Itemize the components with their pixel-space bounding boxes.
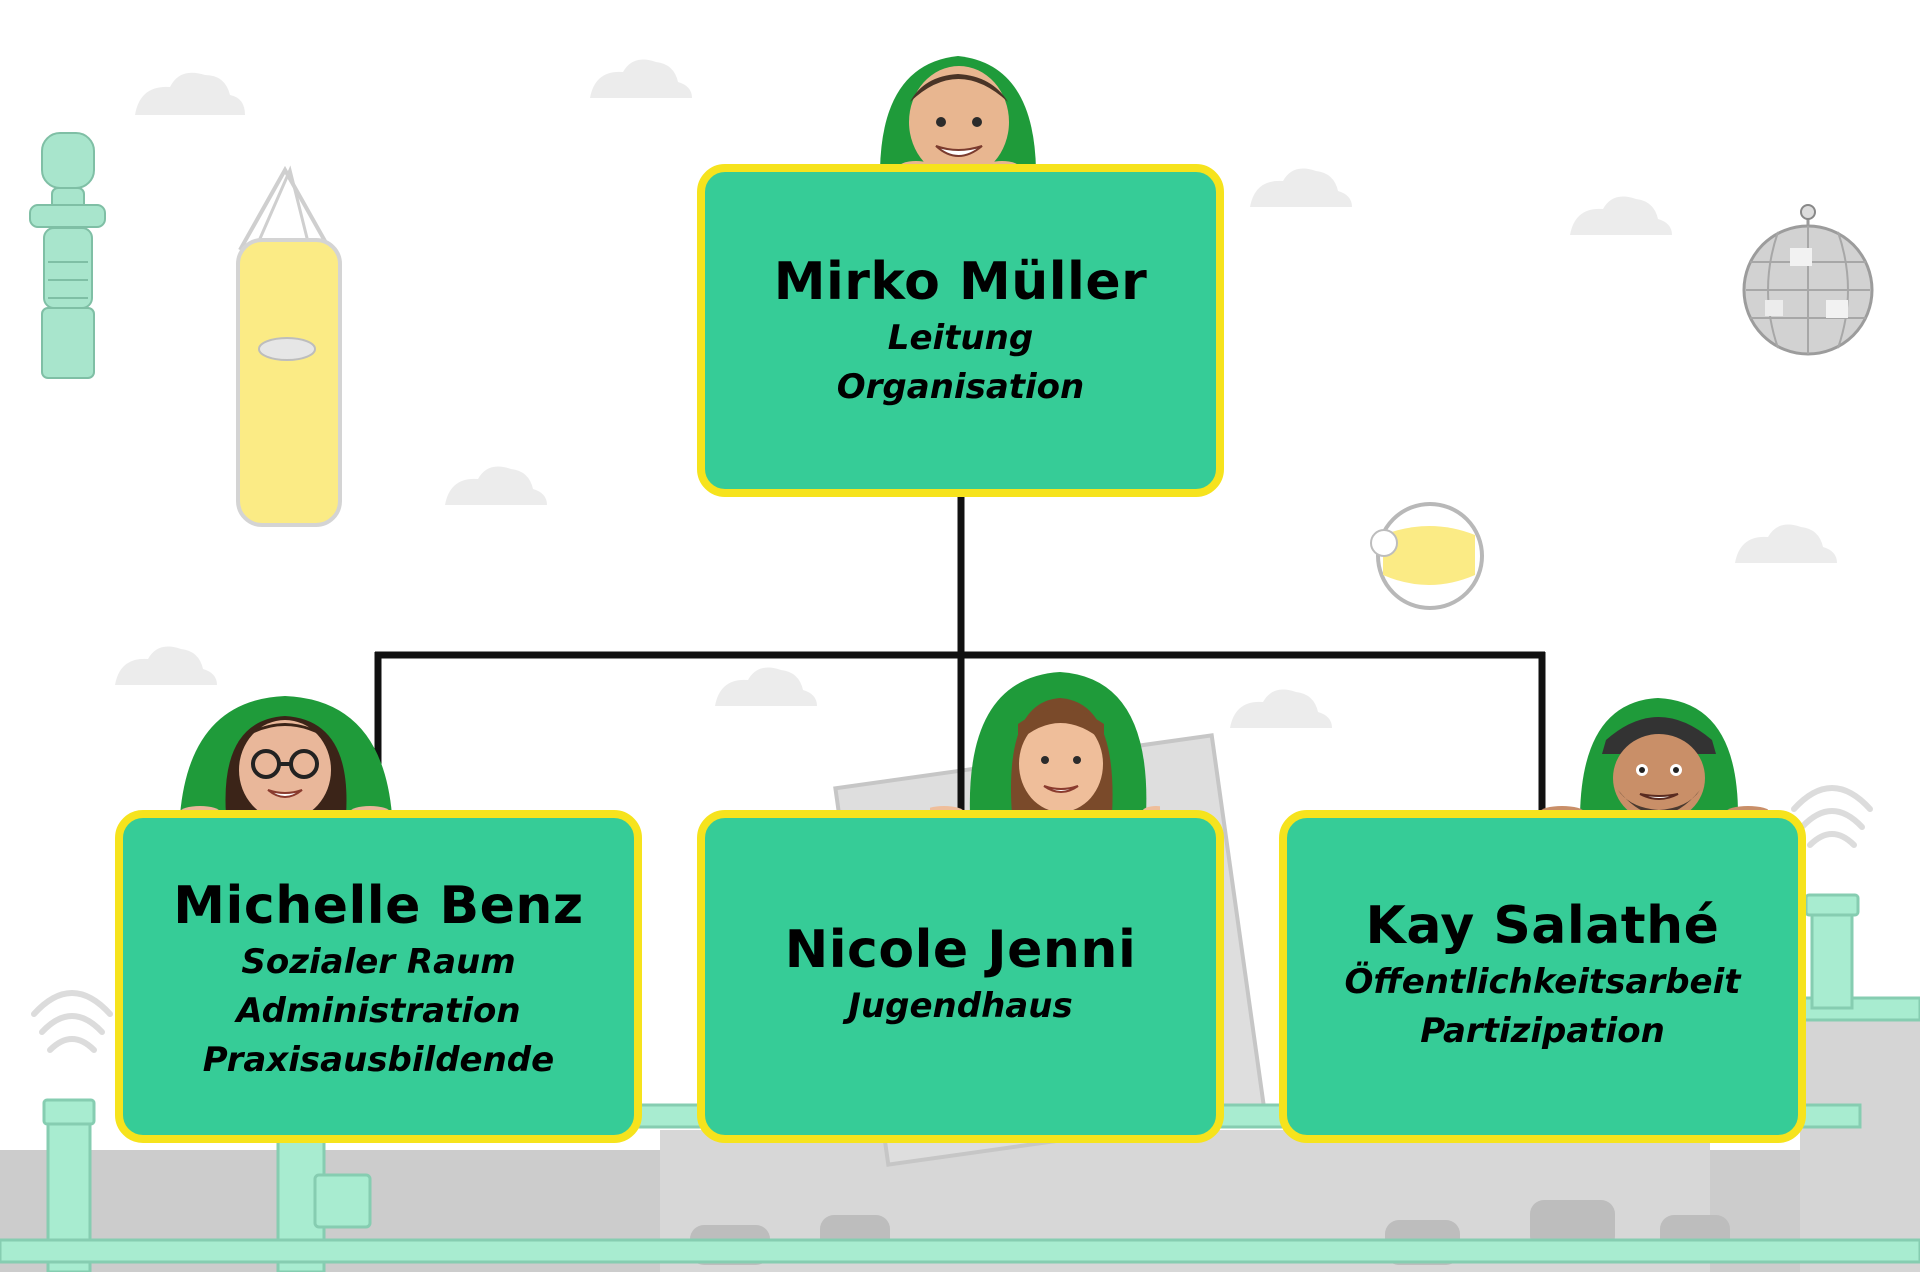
person-role: Partizipation <box>1420 1011 1665 1051</box>
wifi-signal-icon <box>31 785 1873 1053</box>
org-node-member: Michelle Benz Sozialer Raum Administrati… <box>115 810 642 1143</box>
punching-bag-icon <box>236 165 342 527</box>
person-role: Leitung <box>887 317 1034 358</box>
person-role: Administration <box>236 991 521 1031</box>
person-name: Michelle Benz <box>173 876 584 936</box>
person-role: Sozialer Raum <box>241 942 516 982</box>
cloud-icon <box>115 59 1837 728</box>
person-hood-icon <box>930 672 1160 815</box>
person-role: Jugendhaus <box>848 986 1073 1026</box>
person-hood-glasses-icon <box>180 696 392 815</box>
disco-ball-icon <box>1742 204 1874 356</box>
org-node-head: Mirko Müller Leitung Organisation <box>697 164 1224 497</box>
org-node-member: Kay Salathé Öffentlichkeitsarbeit Partiz… <box>1279 810 1806 1143</box>
foosball-figure-icon <box>29 132 106 379</box>
person-hood-icon <box>880 56 1036 170</box>
person-name: Kay Salathé <box>1365 896 1720 956</box>
billiard-ball-icon <box>1370 502 1484 610</box>
org-node-member: Nicole Jenni Jugendhaus <box>697 810 1224 1143</box>
person-hood-cap-icon <box>1540 698 1768 815</box>
person-name: Nicole Jenni <box>784 920 1137 980</box>
person-role: Praxisausbildende <box>202 1040 555 1080</box>
person-name: Mirko Müller <box>773 251 1148 312</box>
person-role: Organisation <box>836 366 1085 407</box>
person-role: Öffentlichkeitsarbeit <box>1344 962 1741 1002</box>
